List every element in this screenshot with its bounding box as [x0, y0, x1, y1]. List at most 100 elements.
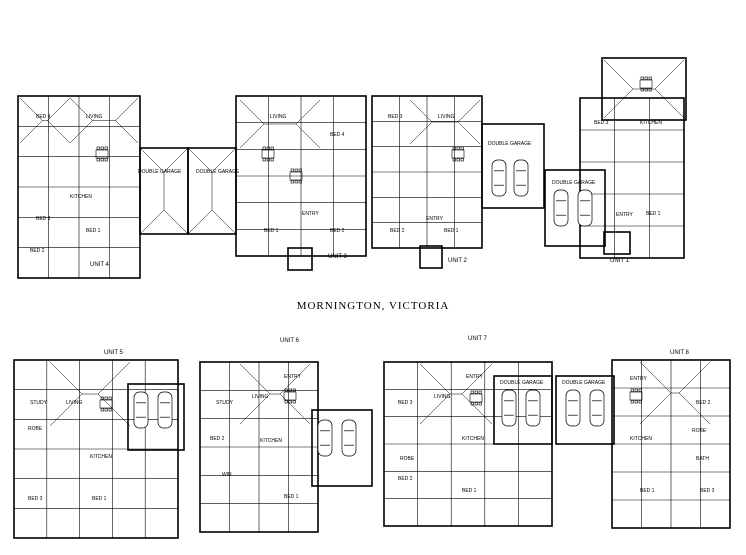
roof-line	[461, 393, 493, 425]
roof-line	[654, 88, 685, 119]
chair	[270, 158, 274, 162]
room-label: BED 2	[210, 436, 225, 442]
chair	[644, 88, 648, 92]
chair	[292, 400, 296, 404]
chair	[284, 388, 288, 392]
chair	[648, 76, 652, 80]
roof-line	[211, 209, 237, 235]
dining-table	[639, 79, 653, 89]
roof-line	[239, 363, 271, 395]
chair	[262, 146, 266, 150]
room-label: ENTRY	[284, 374, 302, 380]
chair	[104, 158, 108, 162]
unit-label: UNIT 7	[468, 336, 488, 342]
room-label: BED 2	[30, 248, 45, 254]
chair	[104, 146, 108, 150]
dining-table	[469, 393, 483, 403]
chair	[452, 158, 456, 162]
car-icon	[491, 159, 507, 197]
chair	[100, 158, 104, 162]
plan-title: MORNINGTON, VICTORIA	[296, 300, 450, 312]
chair	[108, 408, 112, 412]
room-label: STUDY	[216, 400, 234, 406]
car-icon	[317, 419, 333, 457]
room-label: BATH	[696, 456, 709, 462]
chair	[270, 146, 274, 150]
chair	[460, 158, 464, 162]
dining-table	[95, 149, 109, 159]
roof-line	[69, 97, 93, 121]
dining-table	[283, 391, 297, 401]
room-label: BED 3	[36, 216, 51, 222]
roof-line	[461, 363, 493, 395]
room-label: LIVING	[434, 394, 451, 400]
roof-line	[211, 147, 237, 173]
car-icon	[553, 189, 569, 227]
roof-line	[279, 393, 311, 425]
chair	[100, 396, 104, 400]
room-label: LIVING	[86, 114, 103, 120]
chair	[638, 400, 642, 404]
room-label: BED 3	[594, 120, 609, 126]
chair	[456, 158, 460, 162]
chair	[108, 396, 112, 400]
roof-line	[97, 361, 131, 395]
dining-table	[629, 391, 643, 401]
roof-line	[115, 97, 139, 121]
room-label: BED 1	[284, 494, 299, 500]
room-label: LIVING	[270, 114, 287, 120]
room-label: BED 3	[388, 114, 403, 120]
roof-line	[97, 393, 131, 427]
chair	[266, 158, 270, 162]
room-label: ROBE	[400, 456, 415, 462]
room-label: ENTRY	[630, 376, 648, 382]
chair	[648, 88, 652, 92]
room-label: DOUBLE GARAGE	[552, 180, 596, 186]
roof-line	[163, 147, 189, 173]
room-label: LIVING	[66, 400, 83, 406]
chair	[292, 388, 296, 392]
room-label: BED 1	[462, 488, 477, 494]
chair	[474, 390, 478, 394]
roof-line	[49, 393, 83, 427]
roof-line	[139, 147, 165, 173]
room-label: BED 1	[646, 211, 661, 217]
roof-line	[603, 59, 634, 90]
chair	[470, 402, 474, 406]
room-label: BED 2	[390, 228, 405, 234]
chair	[96, 158, 100, 162]
chair	[100, 408, 104, 412]
chair	[456, 146, 460, 150]
unit-label: UNIT 6	[280, 338, 300, 344]
car-icon	[589, 389, 605, 427]
roof-line	[639, 392, 672, 425]
room-label: DOUBLE GARAGE	[500, 380, 544, 386]
chair	[478, 390, 482, 394]
chair	[644, 76, 648, 80]
unit-label: UNIT 1	[610, 258, 630, 264]
chair	[294, 180, 298, 184]
roof-line	[409, 99, 433, 123]
roof-line	[239, 393, 271, 425]
roof-line	[47, 120, 71, 144]
car-icon	[133, 391, 149, 429]
chair	[96, 146, 100, 150]
dining-table	[289, 171, 303, 181]
roof-line	[457, 121, 481, 145]
unit-1-upper	[601, 57, 687, 121]
dining-table	[99, 399, 113, 409]
dining-table	[451, 149, 465, 159]
porch	[419, 245, 443, 269]
chair	[288, 388, 292, 392]
chair	[630, 400, 634, 404]
room-label: BED 1	[264, 228, 279, 234]
roof-line	[115, 120, 139, 144]
room-label: BED 3	[398, 400, 413, 406]
roof-line	[239, 99, 265, 125]
roof-line	[187, 147, 213, 173]
roof-line	[163, 209, 189, 235]
room-label: BED 1	[86, 228, 101, 234]
room-label: KITCHEN	[630, 436, 652, 442]
chair	[266, 146, 270, 150]
room-label: BED 4	[330, 132, 345, 138]
